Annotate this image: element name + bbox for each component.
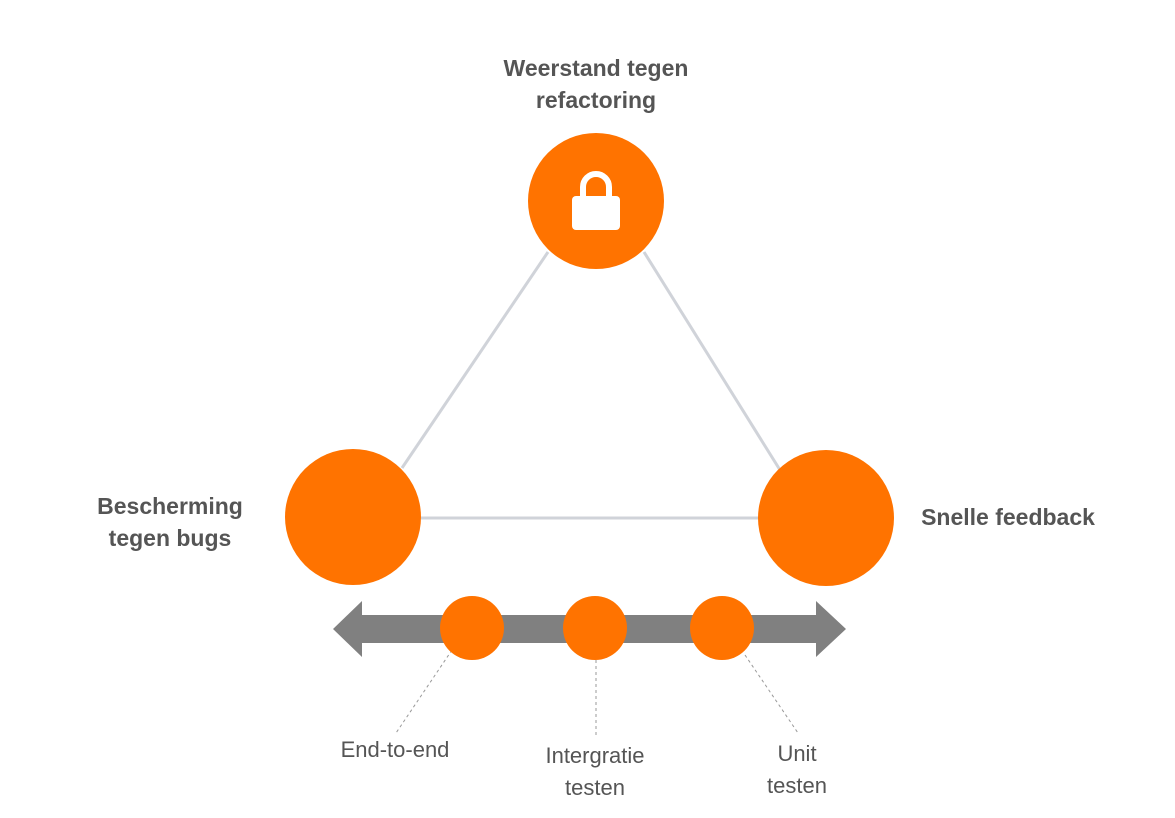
label-integration: Intergratie testen <box>515 740 675 804</box>
label-end-to-end-line1: End-to-end <box>340 737 450 762</box>
label-feedback: Snelle feedback <box>906 501 1110 533</box>
label-unit-line1: Unit <box>777 741 817 766</box>
label-unit-line2: testen <box>767 773 827 798</box>
label-refactoring-line2: refactoring <box>535 87 657 113</box>
label-unit: Unit testen <box>737 738 857 802</box>
node-feedback <box>758 450 894 586</box>
label-bugs-line1: Bescherming <box>97 493 243 519</box>
label-refactoring: Weerstand tegen refactoring <box>446 52 746 116</box>
label-integration-line2: testen <box>565 775 625 800</box>
edge-top-right <box>642 251 782 471</box>
node-bugs <box>285 449 421 585</box>
marker-end-to-end <box>440 596 504 660</box>
edge-top-left <box>400 251 550 469</box>
leader-unit <box>744 654 799 734</box>
label-integration-line1: Intergratie <box>545 743 645 768</box>
label-bugs-line2: tegen bugs <box>108 525 232 551</box>
label-end-to-end: End-to-end <box>315 734 475 766</box>
label-bugs: Bescherming tegen bugs <box>70 490 270 554</box>
marker-unit <box>690 596 754 660</box>
label-feedback-line1: Snelle feedback <box>921 504 1095 530</box>
marker-integration <box>563 596 627 660</box>
leader-end-to-end <box>395 649 453 734</box>
lock-icon <box>572 171 620 230</box>
label-refactoring-line1: Weerstand tegen <box>503 55 689 81</box>
